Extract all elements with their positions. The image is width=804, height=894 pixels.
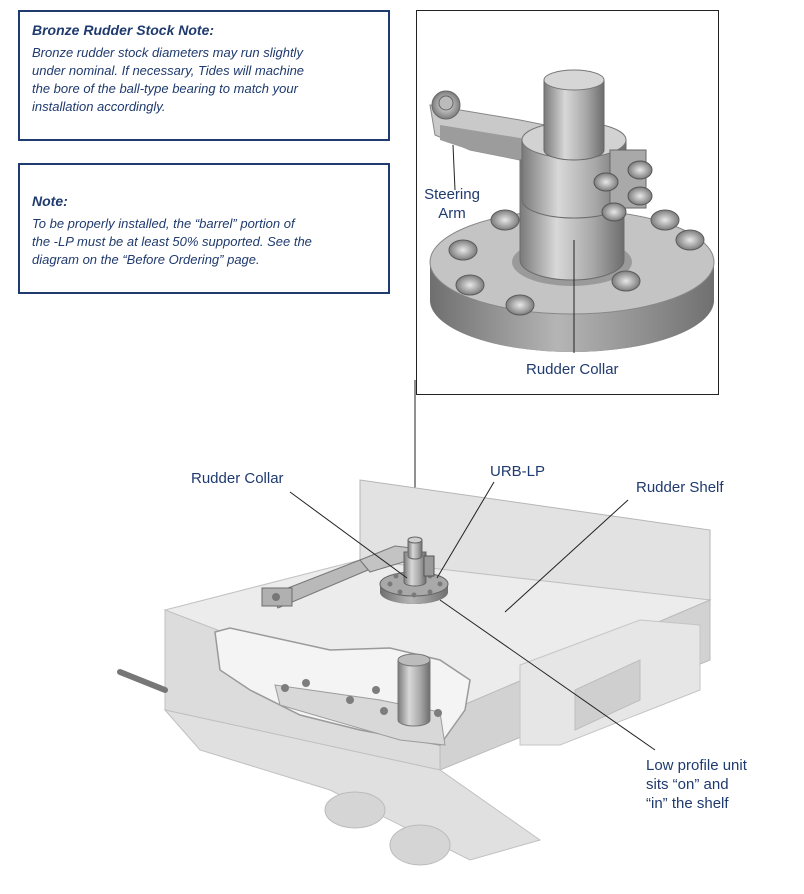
label-line: Steering — [424, 186, 480, 203]
note-line: installation accordingly. — [32, 99, 166, 114]
note-line: diagram on the “Before Ordering” page. — [32, 252, 260, 267]
main-drawing — [117, 479, 712, 866]
label-line: Arm — [438, 205, 466, 222]
rudder-shelf-label: Rudder Shelf — [636, 479, 724, 496]
note-body: Bronze rudder stock diameters may run sl… — [32, 44, 376, 116]
note-line: To be properly installed, the “barrel” p… — [32, 216, 295, 231]
detail-drawing — [429, 69, 715, 353]
bronze-stock-note: Bronze Rudder Stock Note: Bronze rudder … — [18, 10, 390, 141]
steering-arm-label: Steering Arm — [421, 185, 483, 223]
note-line: under nominal. If necessary, Tides will … — [32, 63, 305, 78]
install-note: Note: To be properly installed, the “bar… — [18, 163, 390, 294]
note-line: the -LP must be at least 50% supported. … — [32, 234, 312, 249]
detail-rudder-collar-label: Rudder Collar — [526, 361, 619, 378]
main-leaders — [289, 481, 656, 751]
note-body: To be properly installed, the “barrel” p… — [32, 215, 376, 269]
low-profile-label: Low profile unit sits “on” and “in” the … — [646, 756, 747, 813]
urb-lp-label: URB-LP — [490, 463, 546, 480]
note-line: the bore of the ball-type bearing to mat… — [32, 81, 298, 96]
label-line: Low profile unit — [646, 757, 747, 774]
label-line: “in” the shelf — [646, 795, 729, 812]
rudder-collar-label: Rudder Collar — [191, 470, 284, 487]
note-title: Bronze Rudder Stock Note: — [32, 22, 215, 38]
label-line: sits “on” and — [646, 776, 729, 793]
note-title: Note: — [32, 193, 68, 209]
note-line: Bronze rudder stock diameters may run sl… — [32, 45, 303, 60]
